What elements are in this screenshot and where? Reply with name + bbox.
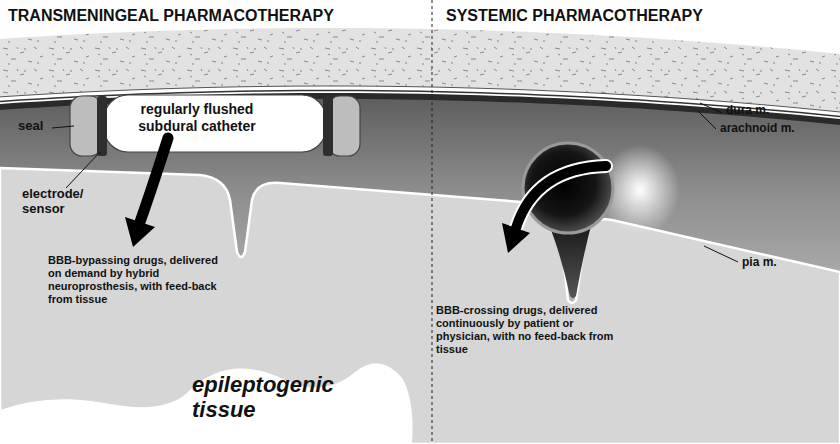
drug-arrow [516, 166, 606, 228]
electrode [323, 96, 333, 156]
region-label: epileptogenic tissue [192, 372, 362, 423]
drug-arrow-outline [516, 166, 606, 228]
leader-line [700, 103, 722, 113]
leader-line [698, 111, 716, 129]
part-label: seal [18, 119, 58, 134]
drug-arrow-head [125, 217, 155, 247]
drug-arrow [140, 138, 168, 222]
note-text: BBB-crossing drugs, delivered continuous… [436, 304, 624, 356]
layer-label: arachnoid m. [720, 122, 795, 136]
electrode [97, 96, 107, 156]
panel-heading: SYSTEMIC PHARMACOTHERAPY [446, 7, 703, 25]
divider-line [432, 0, 433, 444]
layer-label: dura m. [726, 104, 769, 118]
panel-heading: TRANSMENINGEAL PHARMACOTHERAPY [8, 7, 334, 25]
epileptogenic-region [0, 363, 413, 444]
catheter [104, 95, 326, 152]
leader-line [704, 246, 738, 262]
catheter-box: regularly flushed subdural catheter [106, 96, 324, 151]
part-label: electrode/ sensor [22, 187, 102, 217]
layer-label: pia m. [742, 256, 777, 270]
brain-tissue [0, 168, 840, 444]
catheter-label: regularly flushed subdural catheter [122, 101, 272, 135]
drug-arrow-head [502, 223, 530, 253]
leader-line [52, 126, 74, 128]
note-text: BBB-bypassing drugs, delivered on demand… [48, 254, 226, 306]
leader-line [66, 152, 100, 188]
